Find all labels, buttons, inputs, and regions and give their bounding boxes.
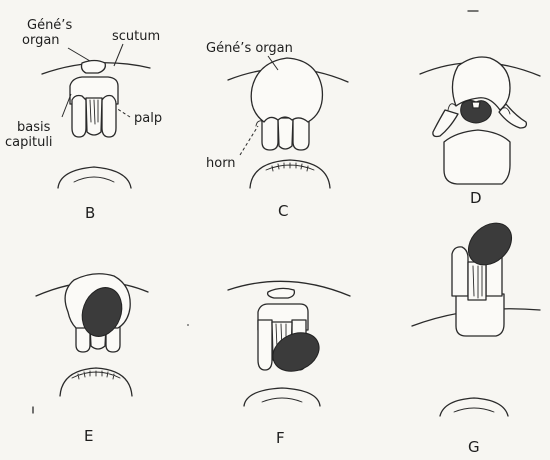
panel-label-c: C [278, 202, 288, 220]
panel-label-e: E [84, 427, 93, 445]
label-genes-organ-line1: Géné’s [27, 18, 72, 33]
basis-capituli-g [455, 293, 505, 337]
legs-coxa-g [439, 397, 509, 417]
hypostome-g [467, 261, 487, 301]
page-dot [187, 324, 189, 326]
pointer-scutum-b [113, 43, 124, 67]
pointer-horn-c [239, 125, 259, 156]
genes-organ-small-f [266, 287, 296, 299]
label-genes-organ-line2: organ [22, 33, 60, 48]
pointer-basis-b [61, 93, 72, 118]
palp-left-b [71, 94, 87, 138]
palp-left-c [261, 111, 279, 151]
label-scutum: scutum [112, 29, 160, 44]
palp-right-d [498, 103, 528, 129]
scutum-outline-f [227, 280, 351, 297]
hypostome-tip-d [471, 101, 481, 109]
panel-e: E [35, 273, 149, 445]
legs-hatch-c [265, 162, 315, 172]
label-basis-line2: capituli [5, 135, 53, 150]
panel-label-d: D [470, 189, 482, 207]
palp-left-f [257, 319, 273, 371]
hypostome-stripes-g [472, 265, 483, 299]
panel-g: G [411, 222, 541, 456]
hypostome-stripes-b [89, 99, 99, 125]
genes-organ-inflated-c [250, 57, 324, 123]
palp-right-b [101, 94, 117, 138]
panel-b: Géné’s organ scutum basis capituli palp … [5, 18, 162, 222]
panel-label-g: G [468, 438, 480, 456]
label-palp: palp [134, 111, 162, 126]
egg-dark-g [467, 222, 513, 266]
panel-f: F [227, 280, 351, 447]
panel-d: D [419, 56, 541, 207]
panel-c: Géné’s organ horn C [206, 41, 349, 220]
horn-c [255, 120, 263, 127]
palp-right-c [292, 111, 310, 151]
egg-dark-f [272, 332, 320, 372]
label-basis-line1: basis [17, 120, 51, 135]
pointer-palp-b [115, 107, 131, 118]
pointer-genes-c [267, 55, 279, 71]
label-horn: horn [206, 156, 236, 171]
legs-coxa-e [59, 367, 133, 397]
legs-coxa-f [243, 387, 321, 407]
legs-coxa-b [57, 166, 132, 189]
label-genes-organ-c: Géné’s organ [206, 41, 293, 56]
legs-inner-g [453, 407, 495, 413]
basis-capituli-d [443, 129, 511, 185]
legs-inner-b [73, 176, 115, 183]
egg-dark-e [81, 287, 123, 337]
genes-organ-d [451, 56, 511, 111]
legs-coxa-c [249, 159, 331, 189]
palp-left-g [451, 246, 469, 297]
hypostome-c [277, 117, 294, 150]
panel-label-b: B [85, 204, 95, 222]
legs-hatch-e [71, 370, 121, 380]
palp-left-d [432, 109, 459, 138]
legs-inner-f [261, 397, 303, 403]
genes-organ-horns-d [447, 103, 511, 115]
panel-label-f: F [276, 429, 285, 447]
genes-organ-small-b [80, 59, 106, 74]
pointer-genes-b [67, 47, 91, 62]
